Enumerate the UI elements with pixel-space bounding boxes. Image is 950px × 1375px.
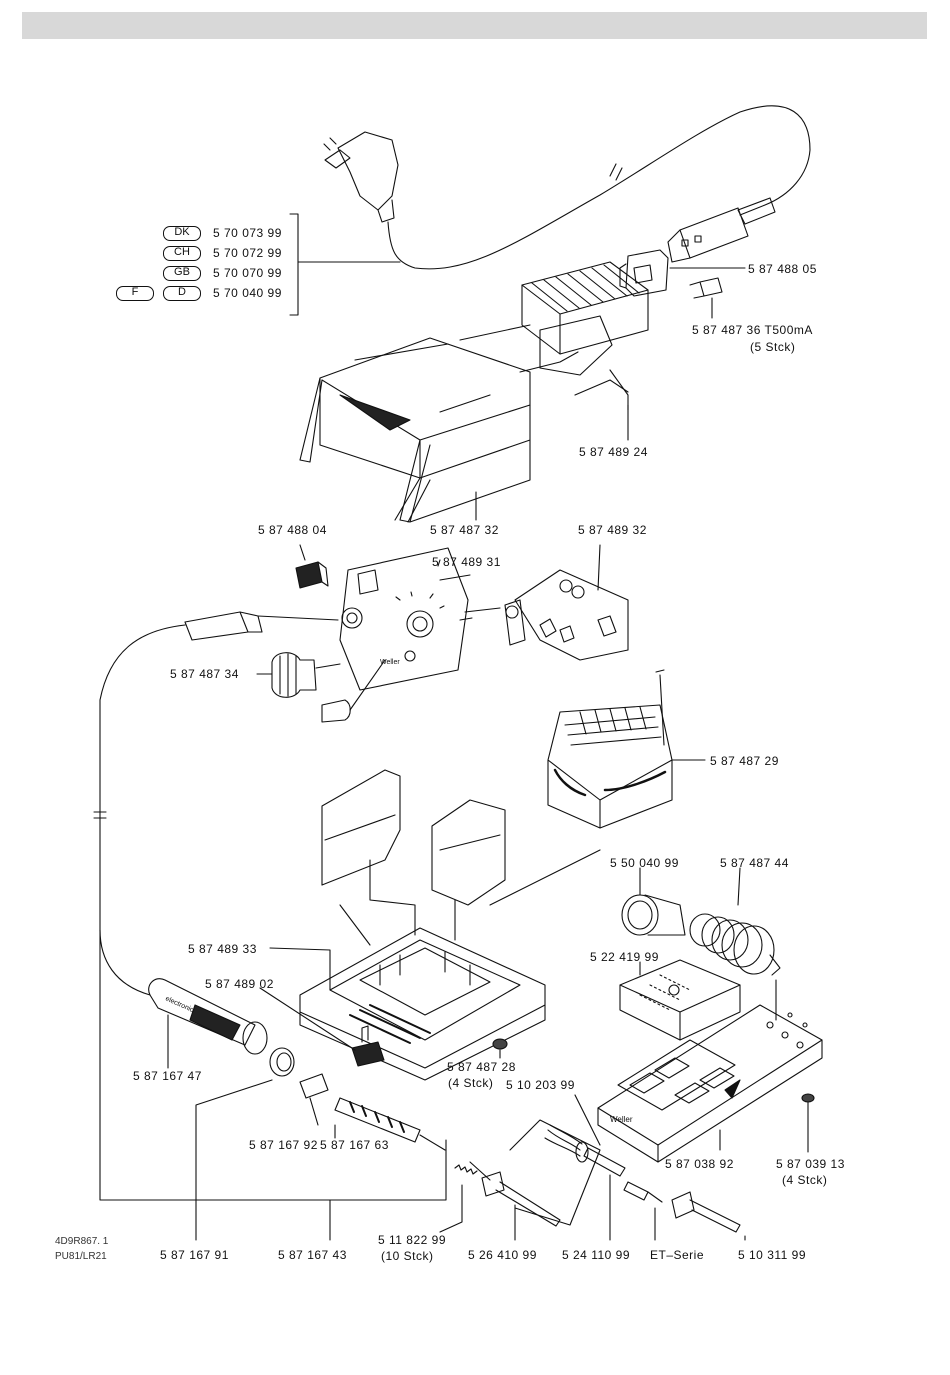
mains-socket xyxy=(619,249,669,297)
pcb xyxy=(504,569,629,661)
nut-ring xyxy=(269,1047,295,1077)
label-stand-foot: 5 87 039 13 xyxy=(776,1157,845,1171)
heatsink-bracket xyxy=(519,261,649,411)
label-tip: 5 10 311 99 xyxy=(738,1248,807,1262)
iec-plug xyxy=(667,197,776,263)
country-badge-dk: DK xyxy=(163,226,201,241)
label-transformer: 5 87 487 29 xyxy=(710,754,779,768)
spring xyxy=(454,1164,478,1175)
foot xyxy=(492,1038,508,1050)
country-badge-f: F xyxy=(116,286,154,301)
label-heating: 5 87 167 63 xyxy=(320,1138,389,1152)
header-bar xyxy=(22,12,927,39)
sponge xyxy=(619,959,741,1041)
label-spring: 5 11 822 99 xyxy=(378,1233,447,1247)
label-bracket: 5 87 489 24 xyxy=(579,445,648,459)
label-ring: 5 87 167 91 xyxy=(160,1248,229,1262)
country-badge-ch: CH xyxy=(163,246,201,261)
label-tip-nut: 5 10 203 99 xyxy=(506,1078,575,1092)
label-pcb: 5 87 489 32 xyxy=(578,523,647,537)
label-fuse-qty: (5 Stck) xyxy=(750,340,796,354)
label-connector: 5 87 487 34 xyxy=(170,667,239,681)
heating-element xyxy=(334,1097,446,1151)
base-chassis xyxy=(299,927,546,1081)
front-panel: Weller xyxy=(339,547,473,691)
stand-brand: Weller xyxy=(610,1115,633,1124)
label-socket: 5 87 488 05 xyxy=(748,262,817,276)
tip xyxy=(671,1191,741,1233)
label-spring-qty: (10 Stck) xyxy=(381,1249,434,1263)
label-foot-qty: (4 Stck) xyxy=(448,1076,494,1090)
housing-cover xyxy=(299,337,531,523)
label-sponge-holder: 5 50 040 99 xyxy=(610,856,679,870)
drawing-number: 4D9R867. 1 xyxy=(55,1236,109,1247)
label-stand: 5 87 038 92 xyxy=(665,1157,734,1171)
insulation-sheets xyxy=(321,769,506,906)
connector-socket xyxy=(184,611,339,641)
panel-brand: Weller xyxy=(380,659,400,666)
country-code-gb: 5 70 070 99 xyxy=(213,266,282,280)
label-stand-foot-qty: (4 Stck) xyxy=(782,1173,828,1187)
connector-knob xyxy=(271,652,341,698)
label-cable: 5 87 167 43 xyxy=(278,1248,347,1262)
power-switch xyxy=(295,561,329,589)
label-spiral: 5 87 487 44 xyxy=(720,856,789,870)
country-code-ch: 5 70 072 99 xyxy=(213,246,282,260)
stand-foot xyxy=(801,1093,815,1103)
label-cover: 5 87 487 32 xyxy=(430,523,499,537)
mains-plug xyxy=(323,131,399,223)
mains-cable xyxy=(387,105,811,270)
tip-holder xyxy=(509,1119,626,1226)
label-front-panel: 5 87 489 31 xyxy=(432,555,501,569)
label-sponge: 5 22 419 99 xyxy=(590,950,659,964)
tip-sleeve xyxy=(469,1161,561,1227)
label-base: 5 87 489 33 xyxy=(188,942,257,956)
country-badge-gb: GB xyxy=(163,266,201,281)
label-fuse: 5 87 487 36 T500mA xyxy=(692,323,813,337)
transformer xyxy=(547,704,673,829)
iron-brand: electronic xyxy=(164,995,195,1014)
country-badge-d: D xyxy=(163,286,201,301)
iron-stand: Weller xyxy=(597,1004,823,1163)
et-tip xyxy=(623,1181,663,1203)
drawing-revision: PU81/LR21 xyxy=(55,1251,107,1262)
label-sleeve: 5 26 410 99 xyxy=(468,1248,537,1262)
country-code-dk: 5 70 073 99 xyxy=(213,226,282,240)
country-code-fd: 5 70 040 99 xyxy=(213,286,282,300)
label-iron-handle: 5 87 167 47 xyxy=(133,1069,202,1083)
label-nut: 5 87 167 92 xyxy=(249,1138,318,1152)
label-tip-holder: 5 24 110 99 xyxy=(562,1248,631,1262)
iron-cable xyxy=(99,624,186,996)
sponge-holder xyxy=(621,894,686,936)
label-foot: 5 87 487 28 xyxy=(447,1060,516,1074)
led-cap xyxy=(321,699,351,723)
base-clip xyxy=(351,1041,385,1067)
label-base-part: 5 87 489 02 xyxy=(205,977,274,991)
label-et-series: ET–Serie xyxy=(650,1248,705,1262)
fuse xyxy=(689,277,723,299)
tip-nut xyxy=(299,1073,329,1099)
spiral-spring xyxy=(689,913,781,976)
label-switch: 5 87 488 04 xyxy=(258,523,327,537)
